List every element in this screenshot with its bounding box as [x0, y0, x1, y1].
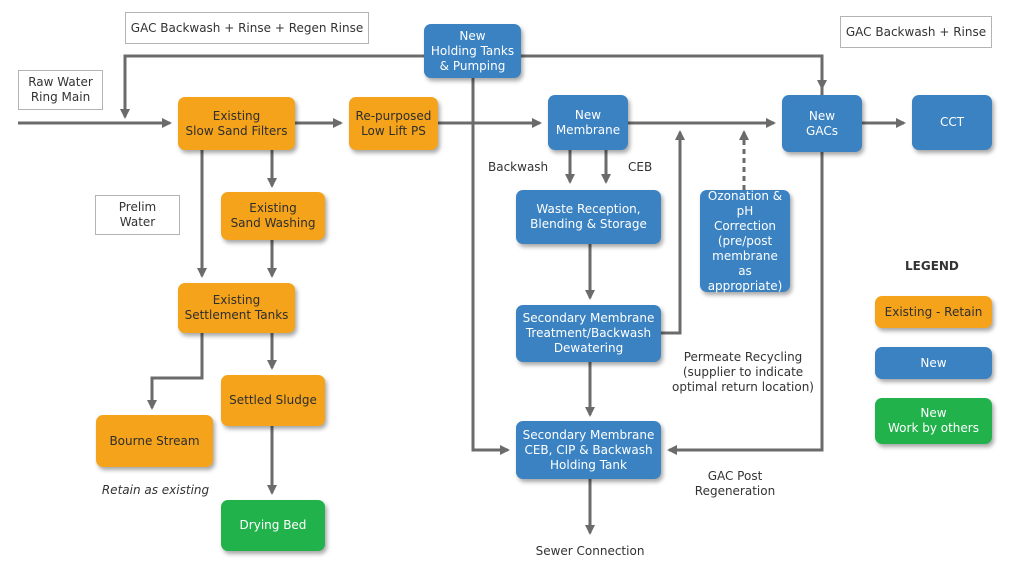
- low-lift-ps-box: Re-purposed Low Lift PS: [349, 97, 438, 150]
- legend-title: LEGEND: [905, 259, 959, 273]
- backwash-label: Backwash: [488, 160, 549, 174]
- holding-to-secondary-holding-arrow: [471, 78, 510, 455]
- settled-sludge-box: Settled Sludge: [221, 375, 325, 426]
- waste-reception-box: Waste Reception, Blending & Storage: [516, 190, 661, 244]
- gac-post-regeneration-arrow: [667, 152, 824, 455]
- ceb-label: CEB: [628, 160, 653, 174]
- legend-existing-retain: Existing - Retain: [875, 296, 992, 328]
- prelim-water-note: Prelim Water: [95, 195, 180, 235]
- permeate-recycle-arrow: [661, 130, 685, 335]
- gac-post-regeneration-label: GAC Post Regeneration: [694, 469, 776, 498]
- slow-sand-filters-box: Existing Slow Sand Filters: [178, 97, 295, 150]
- permeate-recycling-label: Permeate Recycling (supplier to indicate…: [672, 350, 814, 394]
- secondary-membrane-treatment-box: Secondary Membrane Treatment/Backwash De…: [516, 305, 661, 362]
- cct-box: CCT: [912, 95, 992, 150]
- drying-bed-box: Drying Bed: [221, 500, 325, 551]
- new-gacs-box: New GACs: [782, 95, 862, 152]
- bourne-stream-box: Bourne Stream: [96, 415, 213, 467]
- holding-tanks-pumping-box: New Holding Tanks & Pumping: [424, 24, 521, 78]
- holding-to-gacs-arrow: [520, 54, 827, 90]
- ozonation-box: Ozonation & pH Correction (pre/post memb…: [700, 189, 790, 293]
- new-membrane-box: New Membrane: [548, 95, 628, 150]
- retain-as-existing-label: Retain as existing: [101, 483, 210, 497]
- sand-washing-box: Existing Sand Washing: [221, 192, 325, 240]
- secondary-membrane-holding-tank-box: Secondary Membrane CEB, CIP & Backwash H…: [516, 421, 661, 479]
- legend-work-by-others: New Work by others: [875, 398, 992, 444]
- legend-new: New: [875, 347, 992, 379]
- sewer-connection-label: Sewer Connection: [535, 544, 645, 558]
- gac-backwash-rinse-note: GAC Backwash + Rinse: [840, 16, 992, 48]
- settlement-tanks-box: Existing Settlement Tanks: [178, 283, 295, 333]
- gac-backwash-rinse-regen-note: GAC Backwash + Rinse + Regen Rinse: [125, 12, 369, 44]
- settlement-to-stream-arrow: [147, 333, 204, 410]
- raw-water-ring-main-note: Raw Water Ring Main: [18, 70, 103, 110]
